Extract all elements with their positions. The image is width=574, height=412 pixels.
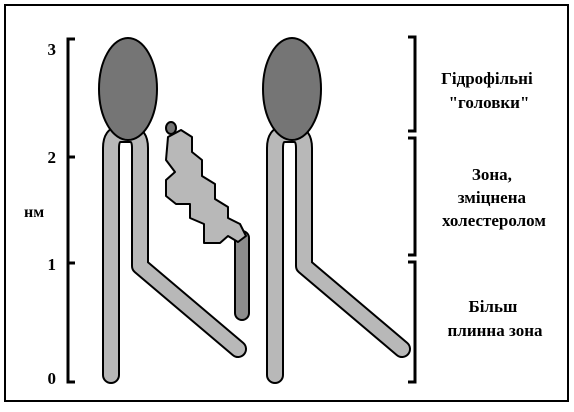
tick-label-2: 2 <box>48 148 57 167</box>
axis-unit-label: нм <box>24 204 44 221</box>
cholesterol-hydroxyl-head <box>166 122 176 134</box>
tick-label-1: 1 <box>48 255 57 274</box>
tick-label-0: 0 <box>48 369 57 388</box>
phospholipid-right-head <box>263 38 321 140</box>
tick-label-3: 3 <box>48 40 57 59</box>
phospholipid-left-head <box>99 38 157 140</box>
